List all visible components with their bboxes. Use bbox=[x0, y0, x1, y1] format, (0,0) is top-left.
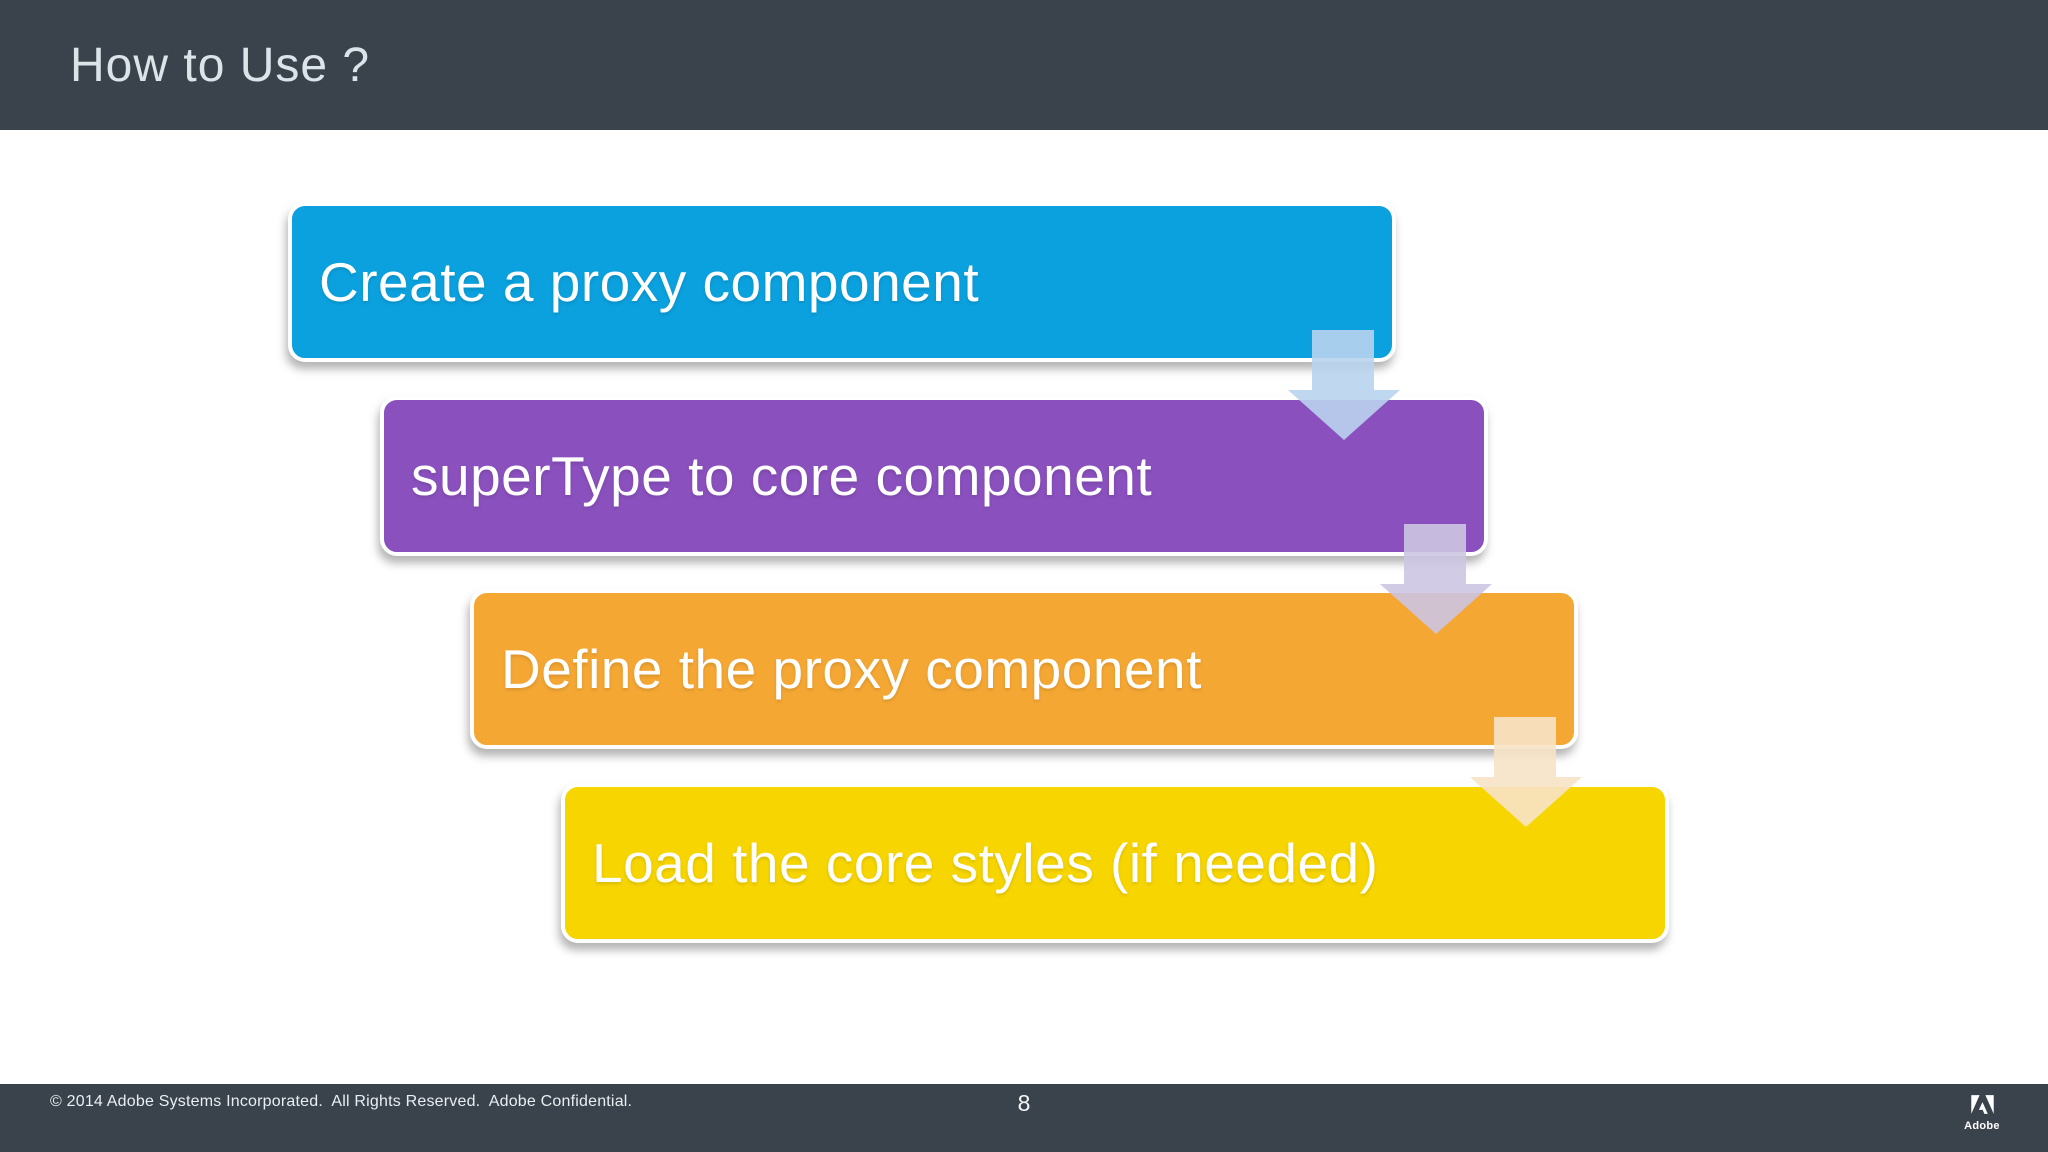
copyright-text: © 2014 Adobe Systems Incorporated. All R… bbox=[50, 1093, 633, 1110]
down-arrow-icon-3 bbox=[1470, 717, 1582, 829]
adobe-logo-wordmark: Adobe bbox=[1964, 1120, 2000, 1132]
slide-header: How to Use ? bbox=[0, 0, 2048, 130]
step-label: superType to core component bbox=[411, 445, 1153, 507]
down-arrow-icon-1 bbox=[1288, 330, 1400, 442]
adobe-logo: Adobe bbox=[1960, 1092, 2004, 1132]
step-label: Create a proxy component bbox=[319, 251, 980, 313]
step-label: Define the proxy component bbox=[501, 638, 1202, 700]
step-box-define-proxy: Define the proxy component bbox=[470, 589, 1578, 749]
step-box-supertype: superType to core component bbox=[380, 396, 1488, 556]
adobe-logo-icon bbox=[1970, 1095, 1994, 1114]
step-box-create-proxy: Create a proxy component bbox=[288, 202, 1396, 362]
page-number: 8 bbox=[1017, 1090, 1031, 1116]
page-title: How to Use ? bbox=[70, 39, 371, 92]
down-arrow-icon-2 bbox=[1380, 524, 1492, 636]
step-box-load-styles: Load the core styles (if needed) bbox=[561, 783, 1669, 943]
slide-footer: © 2014 Adobe Systems Incorporated. All R… bbox=[0, 1084, 2048, 1152]
step-label: Load the core styles (if needed) bbox=[592, 832, 1379, 894]
